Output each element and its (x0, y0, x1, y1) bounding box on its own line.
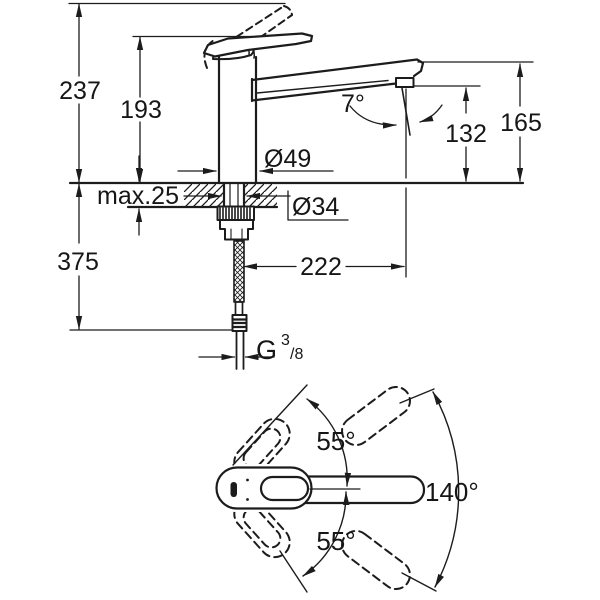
handle-grip-plan (259, 475, 310, 502)
dim-overall-height: 237 (59, 77, 101, 105)
deck-hatch-right (245, 184, 277, 206)
pin-mark-top (246, 478, 249, 482)
side-view: 237 193 max.25 375 Ø49 Ø34 222 7° 132 16… (57, 2, 542, 370)
countertop (68, 181, 525, 209)
boundary-line-upper-left (232, 384, 308, 466)
boundary-line-lower-right (401, 572, 437, 592)
reference-lines (68, 2, 534, 331)
dim-deck-thickness: max.25 (97, 182, 179, 210)
thread-fraction-denominator: /8 (290, 346, 303, 363)
hose-sleeve (234, 301, 244, 316)
spout-position-lower (341, 529, 411, 591)
water-stream-line (401, 87, 411, 136)
faucet-side (202, 5, 425, 184)
dim-spout-angle: 7° (341, 90, 365, 118)
under-deck-assembly (216, 182, 255, 370)
thread-g-letter: G (256, 335, 277, 365)
deck-hatch-left (184, 184, 223, 206)
lever-handle (202, 32, 314, 58)
fitting-bands (231, 318, 248, 329)
dim-handle-height: 193 (120, 96, 162, 124)
swivel-positions-dashed (233, 385, 411, 591)
faucet-plan (215, 466, 426, 510)
dim-hole-diameter: Ø34 (292, 193, 339, 221)
nut-hex-step (219, 219, 254, 241)
flex-hose-braid (233, 240, 245, 303)
dim-base-diameter: Ø49 (264, 145, 311, 173)
dim-spout-tip-height: 165 (500, 109, 542, 137)
arc-55-upper (306, 398, 352, 487)
body-column (217, 55, 258, 184)
thread-fraction-numerator: 3 (281, 332, 290, 349)
spout-crease (256, 79, 389, 94)
dim-under-deck-depth: 375 (57, 248, 99, 276)
dim-thread-size: G 3 /8 (256, 332, 303, 365)
pin-mark-bottom (246, 498, 249, 501)
swivel-dimensions (232, 384, 460, 593)
spout-position-upper (341, 385, 411, 447)
arc-140 (432, 391, 460, 588)
dim-spout-reach: 222 (300, 253, 342, 281)
spout-top (250, 58, 425, 82)
shank-inner (229, 183, 239, 207)
handle-indicator-dot (230, 482, 237, 497)
spout-bottom (250, 77, 398, 103)
angle-140-swivel: 140° (425, 477, 479, 507)
spout-nozzle (395, 77, 415, 88)
angle-55-upper: 55° (316, 426, 355, 456)
connection-tube (235, 330, 245, 370)
angle-55-lower: 55° (316, 526, 355, 556)
boundary-line-lower-left (279, 550, 308, 593)
shank-outer (222, 182, 246, 208)
hex-facets (230, 228, 243, 240)
boundary-line-upper-right (399, 388, 435, 404)
dimensions (75, 3, 524, 361)
top-view-swivel-diagram: 55° 55° 140° (215, 384, 479, 593)
dim-outlet-height: 132 (445, 120, 487, 148)
nut-knurling (219, 207, 251, 220)
arc-55-lower (302, 491, 350, 577)
